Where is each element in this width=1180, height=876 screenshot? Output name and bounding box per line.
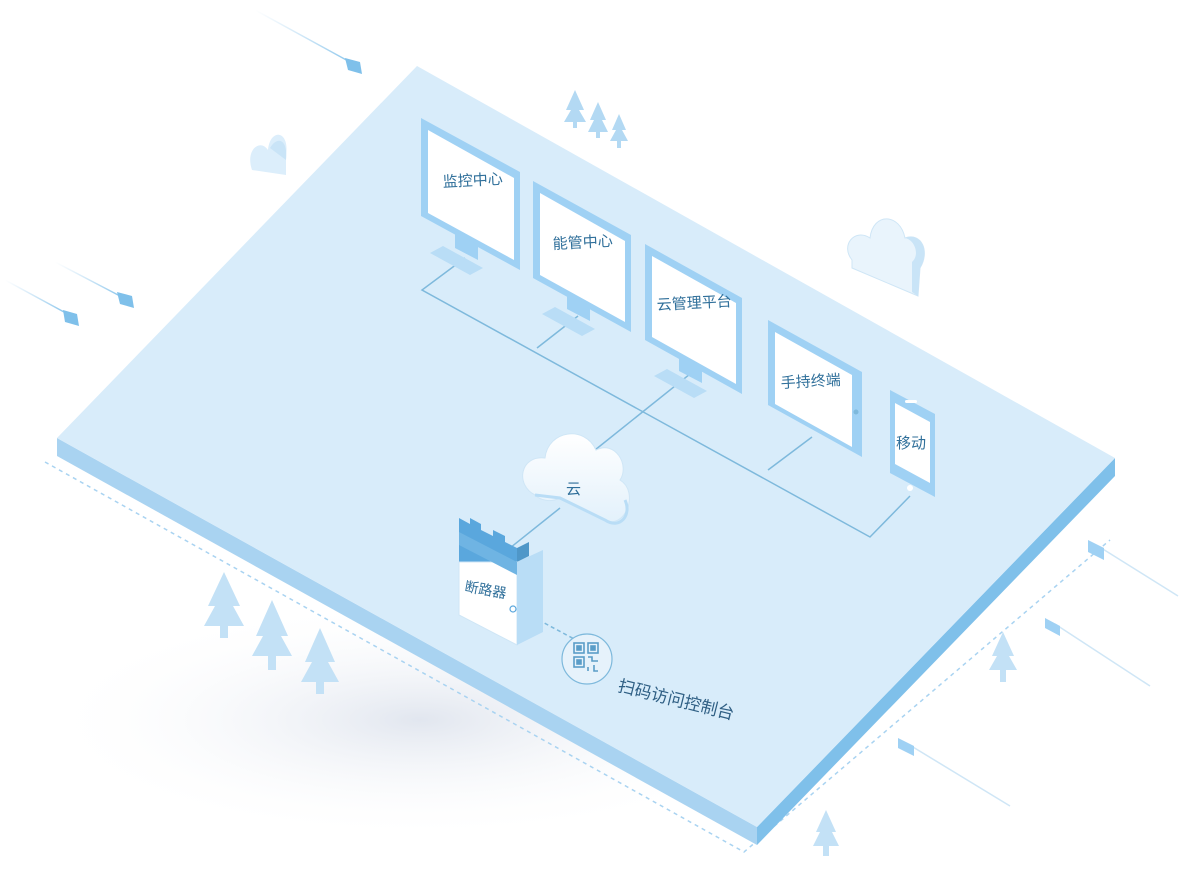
cloud-label: 云 [566,480,581,498]
decor-cloud-right [847,218,925,297]
handheld-device: 手持终端 [768,320,862,457]
qr-code-icon [561,633,613,685]
monitor-center-device: 监控中心 [421,118,520,275]
breaker-label: 断路器 [463,579,507,602]
cloud-platform-device: 云管理平台 [645,244,742,398]
mobile-label: 移动 [896,434,926,452]
mobile-label-line1: 移动 设备 [896,434,1180,472]
dashed-outline [44,461,1111,853]
monitor-center-label: 监控中心 [442,170,503,191]
decor-trees-bottom-left [204,572,339,694]
platform-side-face [757,458,1115,845]
cloud-node: 云 [522,433,630,525]
qr-grid-icon [573,642,599,672]
decor-trees-top [564,90,628,148]
mobile-device: 移动 设备 [890,390,1180,497]
decor-cloud-left [250,134,287,175]
breaker-device: 断路器 [458,518,543,646]
decor-tree-bottom [813,810,839,856]
decor-tree-right [989,632,1017,682]
cloud-platform-label: 云管理平台 [656,292,732,314]
data-beams [4,9,1179,807]
handheld-label: 手持终端 [780,371,841,392]
energy-center-device: 能管中心 [533,181,631,336]
energy-center-label: 能管中心 [552,232,613,253]
platform-front-face [57,438,757,845]
